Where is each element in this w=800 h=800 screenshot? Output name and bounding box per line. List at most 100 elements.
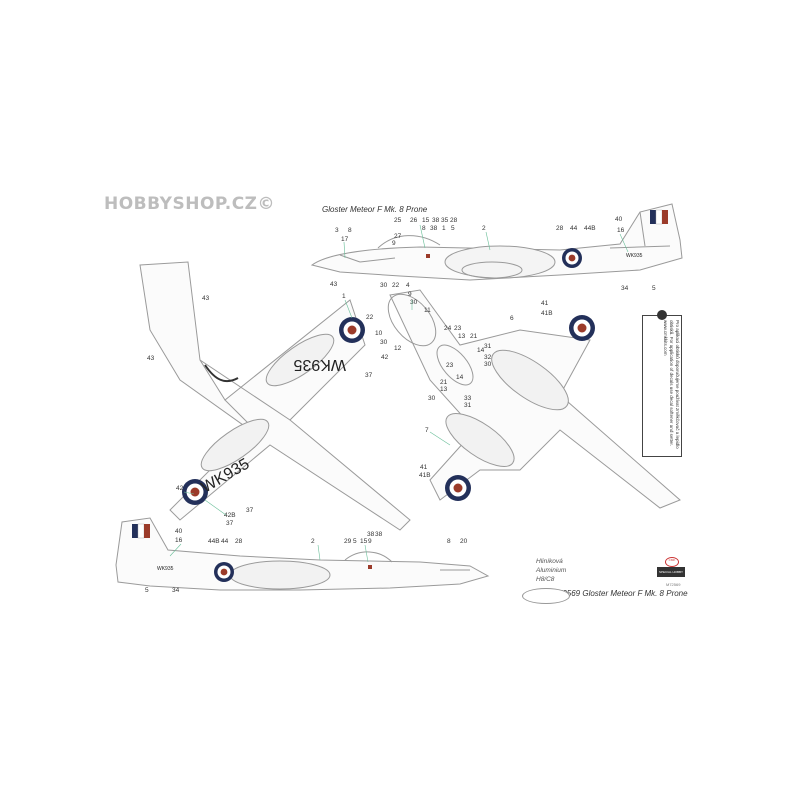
callout-label: 5 xyxy=(145,587,149,594)
callout-label: 28 xyxy=(556,225,564,232)
callouts-bottom-side: 40 16 44B 44 28 2 29 5 15 38 38 9 8 20 5… xyxy=(145,528,468,594)
callout-label: 42 xyxy=(381,354,389,361)
callout-label: 25 xyxy=(394,217,402,224)
callout-label: 1 xyxy=(442,225,446,232)
callout-label: 38 xyxy=(432,217,440,224)
callout-label: 14 xyxy=(477,347,485,354)
callout-label: 6 xyxy=(510,315,514,322)
callout-label: 37 xyxy=(365,372,373,379)
callouts-top-side: 25 26 15 38 35 28 27 9 8 38 1 5 3 8 17 2… xyxy=(335,216,656,292)
callout-label: 8 xyxy=(422,225,426,232)
callout-label: 13 xyxy=(440,386,448,393)
fuselage-roundel-bottom xyxy=(214,562,234,582)
fin-flash-bottom xyxy=(132,523,150,539)
lower-wing-roundel-bottom xyxy=(445,475,471,501)
callout-label: 40 xyxy=(175,528,183,535)
callout-label: 11 xyxy=(424,307,431,314)
fuselage-roundel-top xyxy=(562,248,582,268)
callout-label: 41B xyxy=(541,310,553,317)
callouts-lower-plan: 30 22 4 9 30 11 22 10 30 12 42 24 23 13 … xyxy=(366,282,553,479)
callout-label: 31 xyxy=(484,343,492,350)
callout-label: 10 xyxy=(375,330,383,337)
callout-label: 30 xyxy=(380,282,388,289)
callout-label: 30 xyxy=(428,395,436,402)
legend-line-1: Hliníková xyxy=(536,558,563,565)
callout-label: 34 xyxy=(621,285,629,292)
callout-label: 23 xyxy=(454,325,462,332)
callout-label: 40 xyxy=(615,216,623,223)
info-icon xyxy=(657,310,667,320)
callout-label: 38 xyxy=(375,531,383,538)
red-stencil-top xyxy=(426,254,430,258)
callout-label: 41 xyxy=(420,464,428,471)
callout-label: 32 xyxy=(484,354,492,361)
callout-label: 2 xyxy=(482,225,486,232)
callout-label: 3 xyxy=(335,227,339,234)
callout-label: 31 xyxy=(464,402,472,409)
callout-label: 22 xyxy=(366,314,374,321)
callout-label: 33 xyxy=(464,395,472,402)
fuselage-serial-top: WK935 xyxy=(626,253,643,259)
callout-label: 12 xyxy=(394,345,402,352)
callout-label: 28 xyxy=(235,538,243,545)
callout-label: 5 xyxy=(451,225,455,232)
manufacturer-logo: CMK SPECIAL HOBBY xyxy=(657,557,685,577)
upper-wing-serial: WK935 xyxy=(293,356,346,373)
callout-label: 23 xyxy=(446,362,454,369)
callout-label: 44B xyxy=(208,538,220,545)
callout-label: 37 xyxy=(226,520,234,527)
callout-label: 28 xyxy=(450,217,458,224)
callout-label: 44 xyxy=(221,538,229,545)
fuselage-serial-bottom: WK935 xyxy=(157,566,174,572)
callout-label: 15 xyxy=(422,217,430,224)
product-code: M72569 xyxy=(666,582,681,587)
callout-label: 21 xyxy=(440,379,448,386)
callout-label: 7 xyxy=(425,427,429,434)
title-bottom: MPM 72569 Gloster Meteor F Mk. 8 Prone xyxy=(537,589,688,598)
callout-label: 13 xyxy=(458,333,466,340)
callout-label: 43 xyxy=(202,295,210,302)
leader-lines xyxy=(169,224,629,563)
callout-label: 9 xyxy=(408,291,412,298)
side-view-top xyxy=(310,203,683,281)
callout-label: 9 xyxy=(392,240,396,247)
callout-label: 30 xyxy=(484,361,492,368)
callout-label: 43 xyxy=(330,281,338,288)
callout-label: 2 xyxy=(311,538,315,545)
callout-label: 26 xyxy=(410,217,418,224)
title-top: Gloster Meteor F Mk. 8 Prone xyxy=(322,205,428,214)
legend-line-2: Aluminium xyxy=(536,567,567,574)
callout-label: 43 xyxy=(147,355,155,362)
callout-label: 4 xyxy=(406,282,410,289)
callout-label: 42 xyxy=(176,485,184,492)
callout-label: 44 xyxy=(570,225,578,232)
callout-label: 30 xyxy=(380,339,388,346)
callout-label: 34 xyxy=(172,587,180,594)
callout-label: 27 xyxy=(394,233,402,240)
fin-flash-top xyxy=(650,209,668,225)
callout-label: 14 xyxy=(456,374,464,381)
callout-label: 38 xyxy=(430,225,438,232)
callout-label: 16 xyxy=(617,227,625,234)
callout-label: 8 xyxy=(348,227,352,234)
decal-notice-box: Pro aplikaci obtisků doporučujeme použív… xyxy=(642,310,682,457)
callout-label: 35 xyxy=(441,217,449,224)
lower-wing-roundel-top xyxy=(569,315,595,341)
callout-label: 20 xyxy=(460,538,468,545)
callout-label: 37 xyxy=(246,507,254,514)
aluminium-swatch xyxy=(522,588,570,604)
callout-label: 21 xyxy=(470,333,478,340)
watermark: HOBBYSHOP.CZ© xyxy=(104,194,275,214)
callout-label: 17 xyxy=(341,236,349,243)
upper-wing-roundel-right xyxy=(339,317,365,343)
callout-label: 5 xyxy=(353,538,357,545)
callout-label: 24 xyxy=(444,325,452,332)
callout-label: 16 xyxy=(175,537,183,544)
callout-label: 41 xyxy=(541,300,549,307)
callout-label: 44B xyxy=(584,225,596,232)
callout-label: 29 xyxy=(344,538,352,545)
callout-label: 9 xyxy=(368,538,372,545)
callout-label: 1 xyxy=(342,293,346,300)
